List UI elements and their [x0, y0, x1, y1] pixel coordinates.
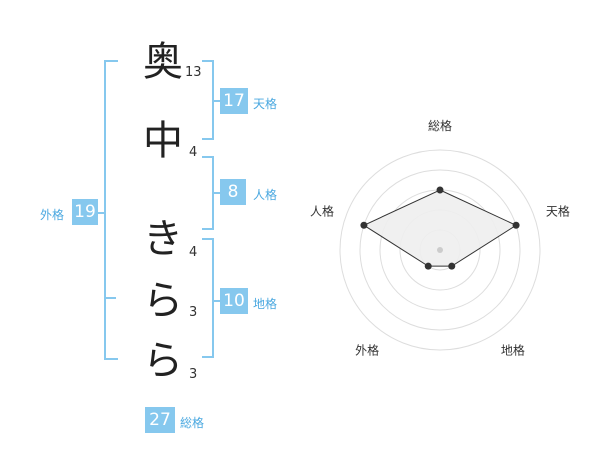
jinkaku-label: 人格 — [253, 188, 278, 202]
radar-axis-label-3: 地格 — [501, 342, 525, 357]
gaikaku-bracket-tick — [98, 212, 106, 214]
radar-axis-label-5: 人格 — [310, 204, 334, 219]
name-char-5: ら — [143, 338, 183, 384]
jinkaku-bracket-top — [202, 156, 214, 158]
name-char-3: き — [143, 216, 183, 262]
soukaku-label: 総格 — [180, 416, 205, 430]
stroke-count-3: 4 — [189, 245, 198, 260]
gaikaku-label: 外格 — [40, 208, 65, 222]
jinkaku-bracket-bottom — [202, 228, 214, 230]
gaikaku-bracket-top — [104, 60, 118, 62]
radar-point-3 — [448, 262, 456, 270]
stroke-count-2: 4 — [189, 145, 198, 160]
stroke-count-5: 3 — [189, 367, 198, 382]
gaikaku-bracket-line — [104, 60, 106, 360]
tenkaku-value-badge: 17 — [220, 88, 248, 114]
tenkaku-bracket-bottom — [202, 138, 214, 140]
radar-axis-label-2: 天格 — [546, 204, 570, 219]
gaikaku-bracket-mid — [104, 297, 116, 299]
tenkaku-bracket-top — [202, 60, 214, 62]
radar-axis-label-1: 総格 — [428, 118, 452, 133]
radar-grid-ring-4 — [359, 169, 521, 331]
gaikaku-value-badge: 19 — [72, 199, 98, 225]
chikaku-bracket-bottom — [202, 356, 214, 358]
radar-axis-label-4: 外格 — [355, 342, 379, 357]
tenkaku-bracket-tick — [212, 100, 220, 102]
stroke-count-4: 3 — [189, 305, 198, 320]
name-char-1: 奥 — [143, 39, 183, 85]
chikaku-value-badge: 10 — [220, 288, 248, 314]
name-char-4: ら — [143, 278, 183, 324]
chikaku-label: 地格 — [253, 297, 278, 311]
radar-grid-ring-5 — [339, 149, 541, 351]
radar-point-5 — [360, 221, 368, 229]
chikaku-bracket-tick — [212, 300, 220, 302]
radar-point-1 — [436, 186, 444, 194]
radar-point-2 — [512, 221, 520, 229]
chikaku-bracket-top — [202, 238, 214, 240]
jinkaku-value-badge: 8 — [220, 179, 246, 205]
jinkaku-bracket-tick — [212, 192, 220, 194]
name-char-2: 中 — [143, 118, 183, 164]
stroke-count-1: 13 — [185, 65, 202, 80]
soukaku-value-badge: 27 — [145, 407, 175, 433]
tenkaku-label: 天格 — [253, 97, 278, 111]
gaikaku-bracket-bottom — [104, 358, 118, 360]
radar-center-dot — [437, 247, 443, 253]
chikaku-bracket-line — [212, 238, 214, 358]
radar-point-4 — [424, 262, 432, 270]
radar-series-area — [362, 189, 518, 267]
